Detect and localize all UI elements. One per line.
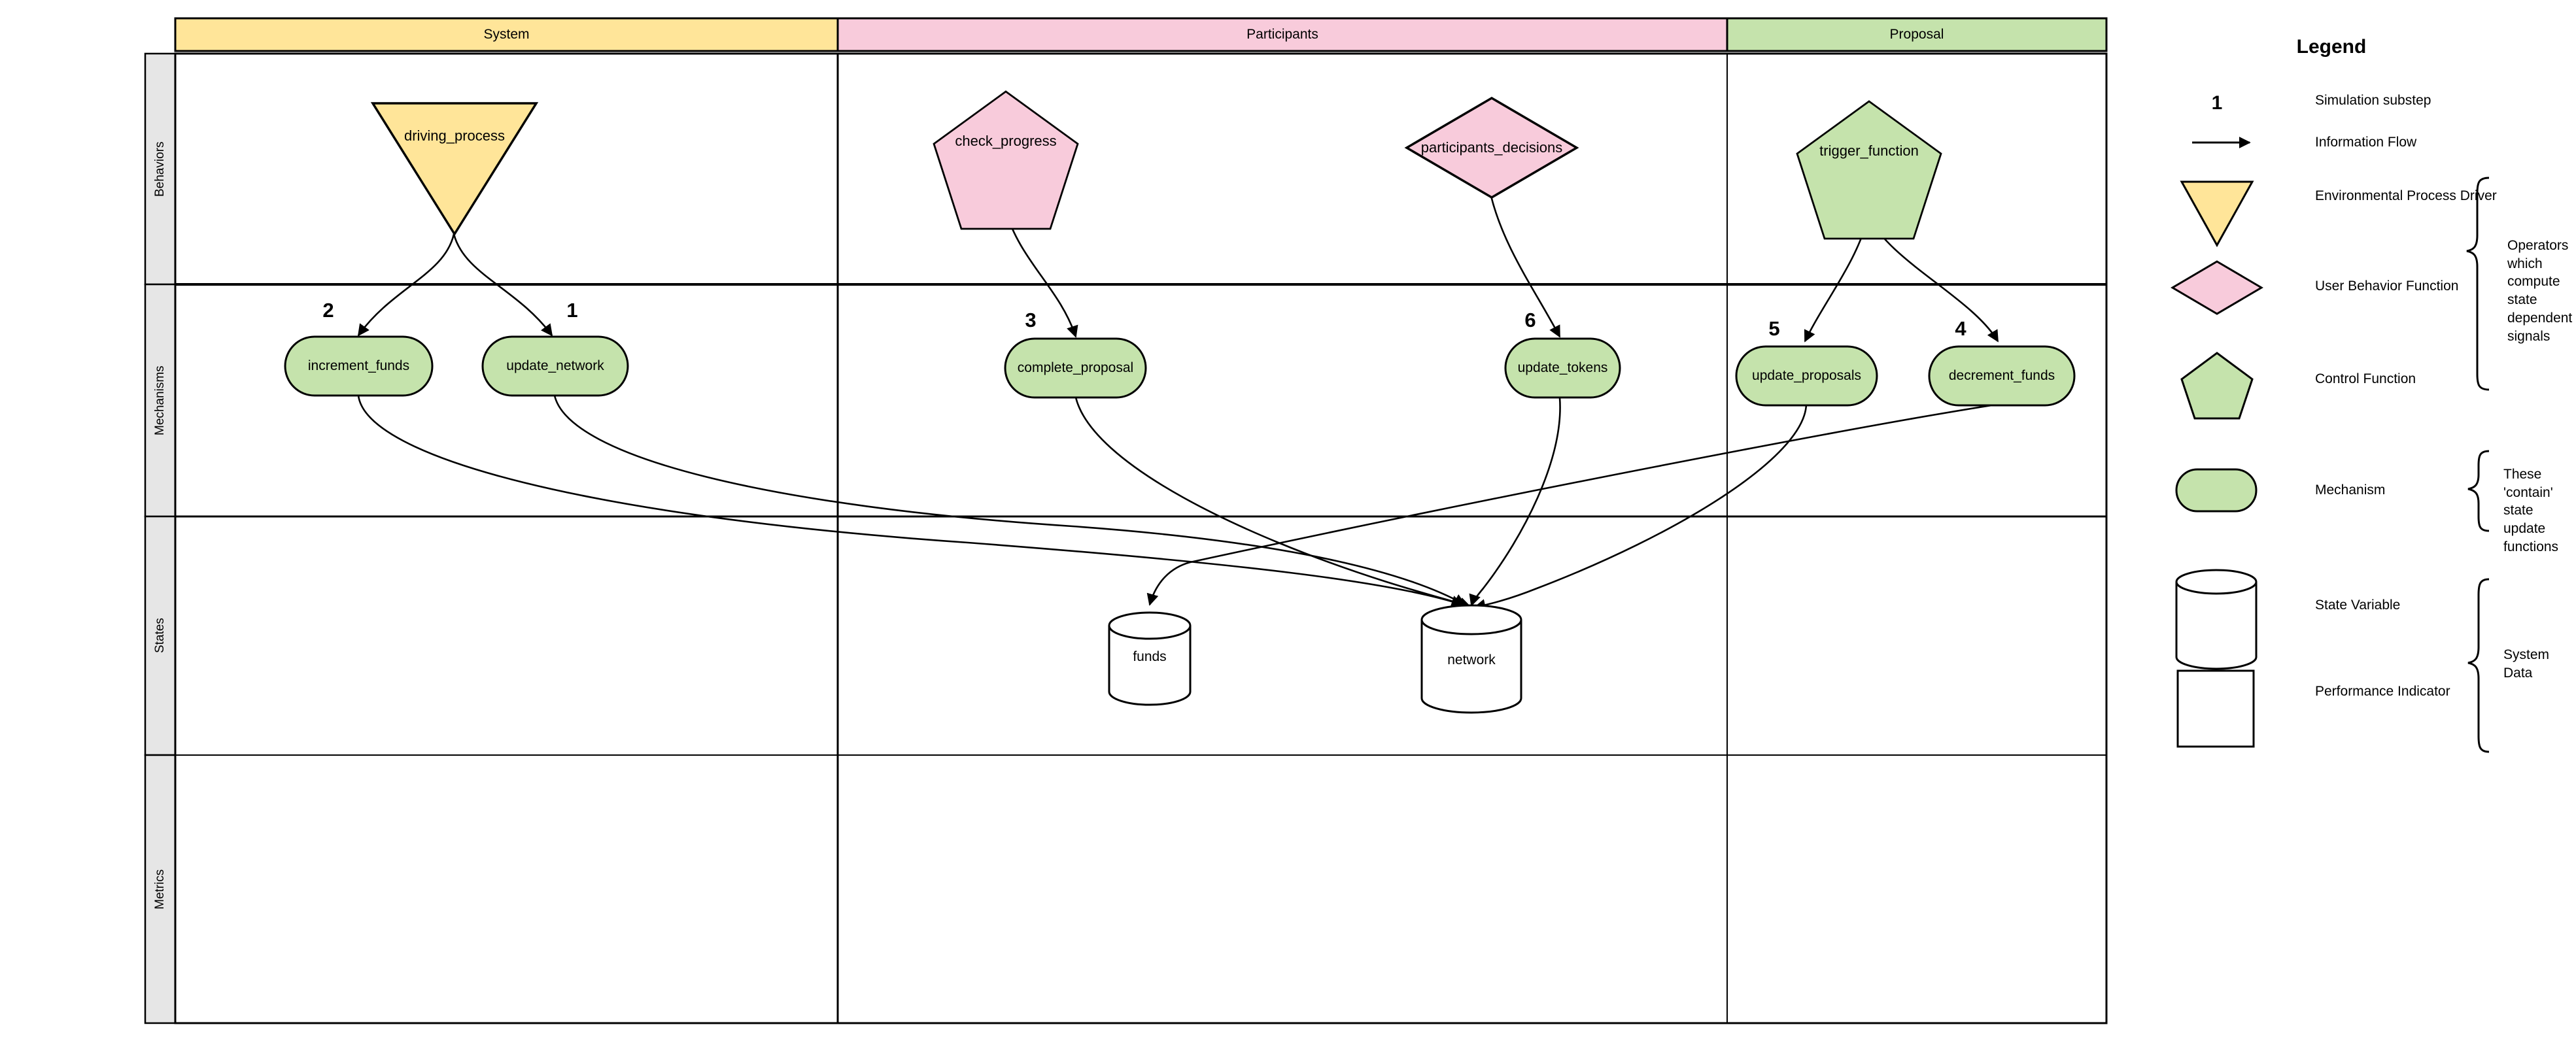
shape-network-cylinder	[1420, 604, 1522, 714]
legend-label-mechanism: Mechanism	[2315, 482, 2386, 498]
legend-title: Legend	[2296, 36, 2367, 58]
row-header-behaviors	[144, 52, 177, 286]
legend-group-label-system-data: System Data	[2503, 647, 2550, 681]
edge-updateproposals-to-network	[1473, 403, 1808, 611]
legend-label-environmental-process-driver: Environmental Process Driver	[2315, 188, 2497, 203]
shape-increment-funds	[284, 335, 434, 397]
legend-diamond-icon	[2171, 260, 2263, 315]
legend-label-state-variable: State Variable	[2315, 598, 2401, 613]
shape-update-network	[481, 335, 629, 397]
brace-system-data	[2467, 578, 2490, 753]
edge-completeproposal-to-network	[1074, 397, 1471, 609]
legend-group-label-operators: Operators which compute state dependent …	[2507, 238, 2573, 344]
shape-check-progress	[933, 90, 1079, 230]
legend-pentagon-icon	[2180, 352, 2254, 420]
lane-header-system	[174, 17, 839, 52]
edge-decrementfunds-to-funds	[1146, 403, 2001, 606]
step-number-update-proposals: 5	[1768, 317, 1780, 340]
step-number-update-tokens: 6	[1524, 309, 1536, 331]
step-number-increment-funds: 2	[322, 299, 334, 322]
state-shapes	[1108, 604, 1522, 714]
step-number-update-network: 1	[566, 299, 578, 322]
shape-participants-decisions	[1404, 96, 1579, 199]
shape-driving-process	[370, 102, 539, 237]
step-number-complete-proposal: 3	[1025, 309, 1037, 331]
row-header-mechanisms	[144, 283, 177, 518]
step-number-decrement-funds: 4	[1955, 317, 1966, 340]
legend-label-performance-indicator: Performance Indicator	[2315, 684, 2450, 699]
legend-group-label-mechanism: These 'contain' state update functions	[2503, 467, 2559, 554]
lane-header-participants	[836, 17, 1728, 52]
lane-header-proposal	[1726, 17, 2108, 52]
legend-triangle-down-icon	[2180, 180, 2254, 248]
legend-label-information-flow: Information Flow	[2315, 135, 2417, 150]
shape-decrement-funds	[1928, 345, 2076, 407]
legend-substep-number: 1	[2211, 92, 2223, 114]
shape-trigger-function	[1796, 100, 1942, 240]
shape-complete-proposal	[1004, 337, 1147, 399]
edge-driving-to-increment	[357, 233, 455, 337]
legend-label-control-function: Control Function	[2315, 371, 2416, 386]
legend-rounded-rect-icon	[2175, 468, 2258, 513]
shape-update-tokens	[1504, 337, 1621, 399]
mechanism-shapes	[284, 335, 2076, 407]
behavior-shapes	[370, 90, 1942, 240]
edge-participantsdecisions-to-updatetokens	[1490, 195, 1561, 338]
swimlane-grid	[144, 17, 2108, 1024]
shape-update-proposals	[1735, 345, 1878, 407]
row-header-metrics	[144, 754, 177, 1024]
legend-label-simulation-substep: Simulation substep	[2315, 93, 2431, 108]
edge-driving-to-updatenetwork	[453, 233, 553, 337]
edge-incrementfunds-to-network	[357, 395, 1464, 607]
shape-funds-cylinder	[1108, 611, 1192, 706]
brace-operators	[2466, 177, 2490, 391]
legend-cylinder-icon	[2175, 569, 2258, 670]
edge-updatenetwork-to-network	[553, 395, 1466, 606]
legend-label-user-behavior-function: User Behavior Function	[2315, 278, 2459, 294]
row-header-states	[144, 515, 177, 756]
legend-glyphs	[2171, 137, 2490, 753]
grid-body-outline	[174, 52, 2108, 1024]
brace-mechanism	[2467, 450, 2490, 532]
legend-square-icon	[2176, 669, 2255, 748]
edge-updatetokens-to-network	[1469, 397, 1561, 607]
